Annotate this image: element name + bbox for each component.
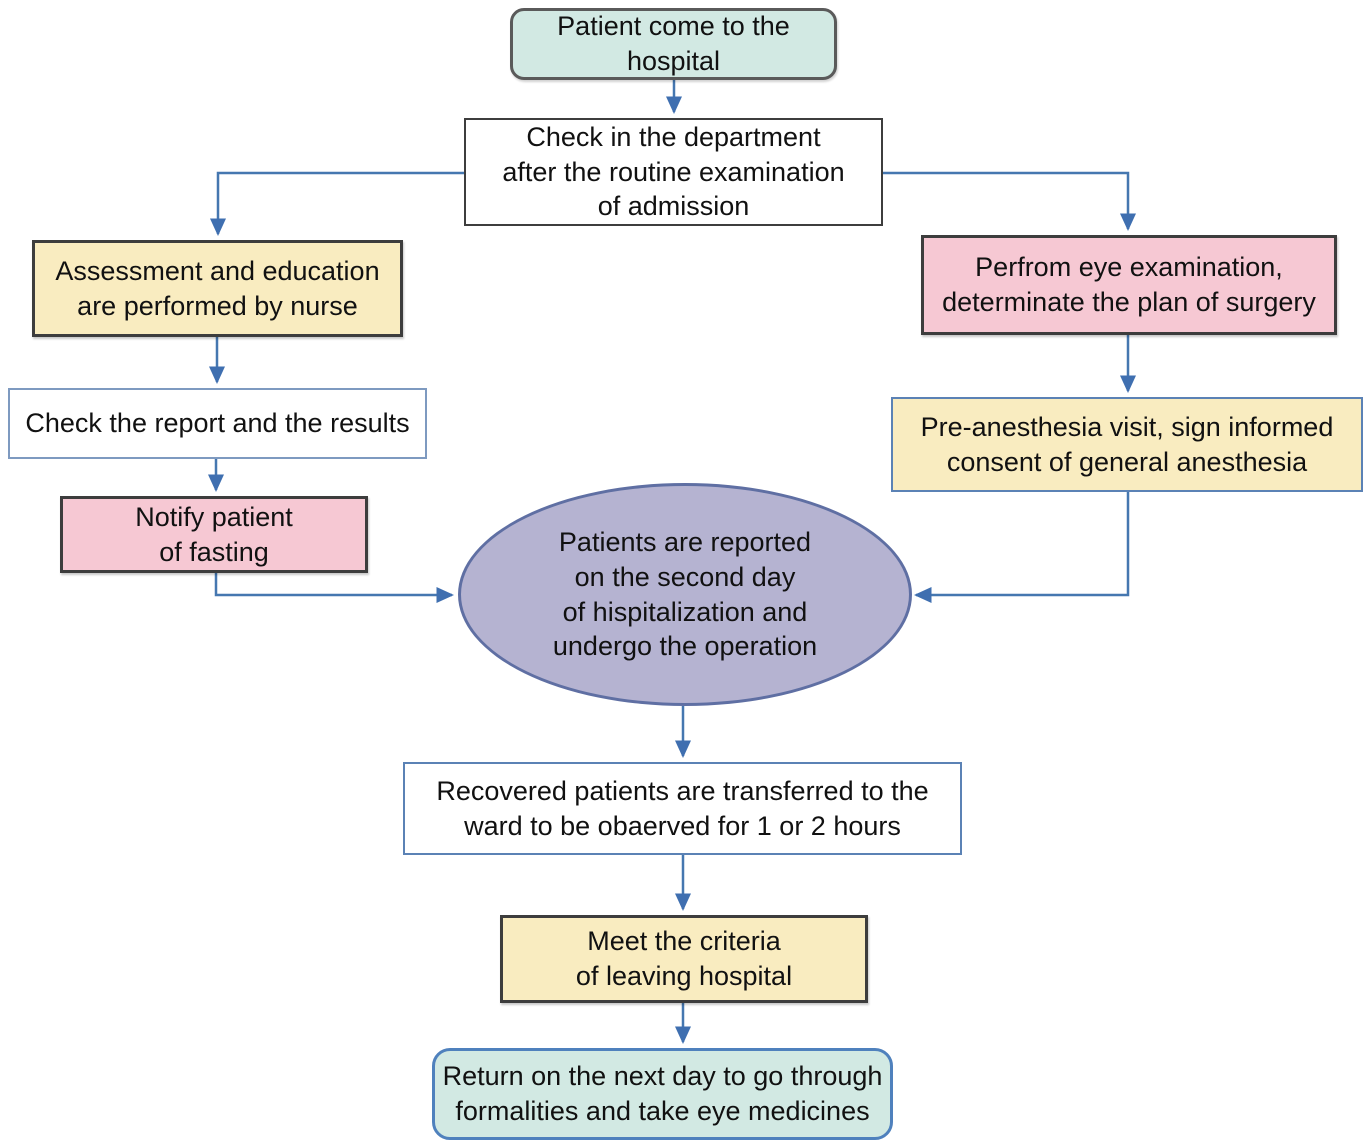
node-notify-fasting-label: Notify patient of fasting — [135, 501, 293, 567]
arrow-checkin-to-assessment — [210, 171, 465, 237]
node-check-in-department-label: Check in the department after the routin… — [502, 122, 845, 222]
node-return-next-day-label: Return on the next day to go through for… — [442, 1061, 883, 1126]
node-pre-anesthesia-visit: Pre-anesthesia visit, sign informed cons… — [891, 397, 1363, 492]
node-operation-ellipse: Patients are reported on the second day … — [458, 483, 912, 706]
arrow-notify-to-operation — [214, 573, 455, 603]
node-eye-examination-label: Perfrom eye examination, determinate the… — [942, 252, 1316, 317]
node-patient-arrival-label: Patient come to the hospital — [557, 11, 790, 76]
node-check-report: Check the report and the results — [8, 388, 427, 459]
arrow-preanesthesia-to-operation — [913, 492, 1130, 604]
node-patient-arrival: Patient come to the hospital — [510, 8, 837, 80]
node-notify-fasting: Notify patient of fasting — [60, 496, 368, 573]
node-ward-observation-label: Recovered patients are transferred to th… — [436, 775, 929, 841]
arrow-checkin-to-eyeexam — [883, 171, 1137, 232]
node-discharge-criteria: Meet the criteria of leaving hospital — [500, 915, 868, 1003]
node-check-in-department: Check in the department after the routin… — [464, 118, 883, 226]
node-nurse-assessment: Assessment and education are performed b… — [32, 240, 403, 337]
node-eye-examination: Perfrom eye examination, determinate the… — [921, 235, 1337, 335]
node-nurse-assessment-label: Assessment and education are performed b… — [55, 255, 380, 321]
node-discharge-criteria-label: Meet the criteria of leaving hospital — [575, 926, 793, 991]
node-ward-observation: Recovered patients are transferred to th… — [403, 762, 962, 855]
node-pre-anesthesia-visit-label: Pre-anesthesia visit, sign informed cons… — [920, 411, 1334, 477]
node-operation-ellipse-label: Patients are reported on the second day … — [552, 527, 818, 662]
node-check-report-label: Check the report and the results — [25, 408, 410, 439]
node-return-next-day: Return on the next day to go through for… — [432, 1048, 893, 1140]
